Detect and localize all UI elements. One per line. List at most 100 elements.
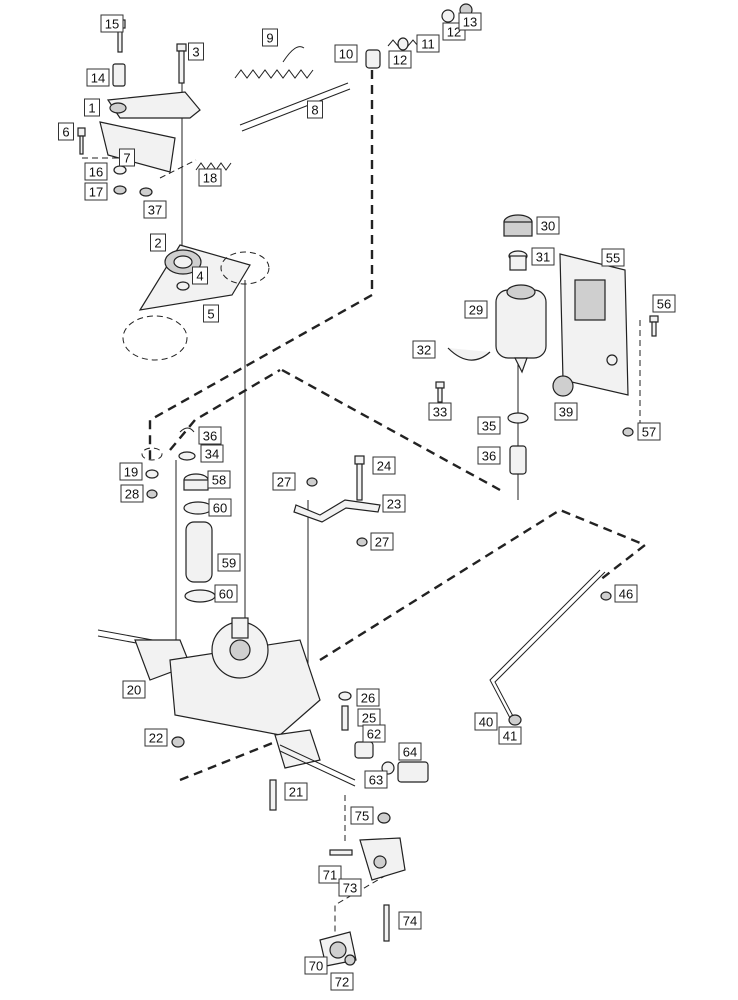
part-label-box [364,770,388,789]
part-label-text: 5 [207,307,214,322]
part-label-box [318,865,342,884]
part-label-text: 75 [355,809,369,824]
part-label-19: 19 [119,462,143,481]
part-label-box [531,247,555,266]
part-label-text: 58 [212,473,226,488]
part-label-box [143,200,167,219]
part-label-16: 16 [84,162,108,181]
part-label-71: 71 [318,865,342,884]
part-label-box [150,233,166,252]
part-label-box [412,340,436,359]
part-label-box [362,724,386,743]
part-label-box [334,44,358,63]
part-label-24: 24 [372,456,396,475]
mounting-bracket-55 [559,253,629,396]
part-label-text: 36 [203,429,217,444]
part-label-text: 33 [433,405,447,420]
part-label-box [398,911,422,930]
part-label-box [637,422,661,441]
part-label-text: 28 [125,487,139,502]
part-label-14: 14 [86,68,110,87]
part-label-box [477,446,501,465]
part-label-text: 27 [375,535,389,550]
part-label-text: 13 [463,15,477,30]
part-label-box [192,266,208,285]
part-label-text: 30 [541,219,555,234]
part-label-box [203,304,219,323]
part-label-27b: 27 [370,532,394,551]
part-label-box [350,806,374,825]
part-label-59: 59 [217,553,241,572]
part-label-text: 27 [277,475,291,490]
part-label-text: 60 [219,587,233,602]
reservoir-assembly [435,214,547,403]
part-label-box [86,68,110,87]
bolt-56-nut-57 [622,315,659,437]
part-label-text: 4 [196,269,203,284]
part-label-box [458,12,482,31]
part-label-12b: 12 [388,50,412,69]
part-label-text: 3 [192,45,199,60]
part-label-text: 60 [213,501,227,516]
part-label-73: 73 [338,878,362,897]
part-label-box [398,742,422,761]
part-label-box [338,878,362,897]
part-label-23: 23 [382,494,406,513]
part-label-41: 41 [498,726,522,745]
part-label-box [272,472,296,491]
part-label-text: 73 [343,881,357,896]
part-label-text: 19 [124,465,138,480]
part-label-text: 34 [205,447,219,462]
transaxle-20 [97,617,356,811]
bolt-3 [176,43,187,84]
part-label-box [214,584,238,603]
part-label-text: 11 [421,37,435,52]
part-label-text: 32 [417,343,431,358]
part-label-18: 18 [198,168,222,187]
part-label-text: 16 [89,165,103,180]
part-label-39: 39 [554,402,578,421]
part-label-text: 56 [657,297,671,312]
part-label-box [498,726,522,745]
part-label-box [200,444,224,463]
part-label-box [304,956,328,975]
part-label-text: 71 [323,868,337,883]
part-label-28: 28 [120,484,144,503]
part-label-text: 35 [482,419,496,434]
part-label-box [554,402,578,421]
part-label-box [198,168,222,187]
part-label-text: 1 [88,101,95,116]
part-label-box [464,300,488,319]
part-label-text: 23 [387,497,401,512]
part-label-29: 29 [464,300,488,319]
part-label-36a: 36 [198,426,222,445]
part-label-text: 20 [127,683,141,698]
part-label-text: 39 [559,405,573,420]
part-label-5: 5 [203,304,219,323]
part-label-box [207,470,231,489]
part-label-text: 12 [393,53,407,68]
part-label-text: 46 [619,587,633,602]
part-label-4: 4 [192,266,208,285]
part-label-text: 17 [89,185,103,200]
part-label-10: 10 [334,44,358,63]
part-label-13: 13 [458,12,482,31]
part-label-text: 21 [289,785,303,800]
part-label-box [416,34,440,53]
part-label-63: 63 [364,770,388,789]
part-label-text: 63 [369,773,383,788]
part-label-7: 7 [119,148,135,167]
part-label-58: 58 [207,470,231,489]
part-label-box [536,216,560,235]
part-label-62: 62 [362,724,386,743]
part-label-22: 22 [144,728,168,747]
part-label-box [474,712,498,731]
part-label-33: 33 [428,402,452,421]
part-label-11: 11 [416,34,440,53]
part-label-text: 72 [335,975,349,990]
lever-plate-1 [106,91,201,119]
part-label-box [284,782,308,801]
part-label-text: 8 [311,103,318,118]
